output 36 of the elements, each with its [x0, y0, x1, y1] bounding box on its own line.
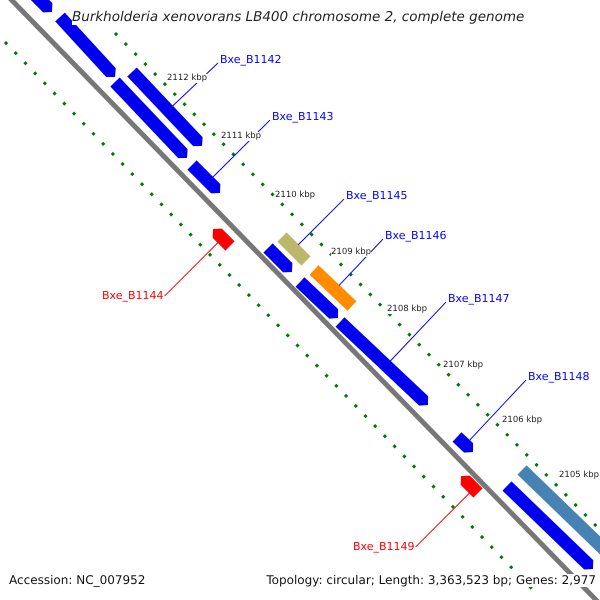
- scale-label: 2107 kbp: [443, 361, 484, 370]
- gene-feature: [502, 481, 594, 570]
- leader-line: [390, 302, 446, 362]
- gene-label: Bxe_B1144: [102, 290, 164, 302]
- leader-line: [298, 198, 344, 246]
- leader-line: [164, 242, 219, 297]
- gene-feature: [296, 277, 338, 319]
- gene-feature: [187, 160, 220, 194]
- gene-label: Bxe_B1149: [353, 541, 415, 554]
- footer-text: Topology: circular; Length: 3,363,523 bp; Genes: 2,977: [266, 574, 596, 588]
- scale-label: 2106 kbp: [502, 416, 542, 426]
- gene-label: Bxe_B1148: [528, 371, 590, 384]
- gene-label: Bxe_B1145: [346, 190, 408, 202]
- gene-label: Bxe_B1147: [448, 293, 510, 306]
- scale-label: 2112 kbp: [167, 74, 208, 84]
- leader-line: [338, 238, 384, 286]
- gene-feature: [30, 0, 52, 12]
- gene-feature: [263, 243, 292, 272]
- scale-label: 2110 kbp: [275, 191, 316, 200]
- gene-feature: [212, 228, 235, 251]
- scale-label: 2109 kbp: [331, 248, 372, 258]
- gene-bar: [310, 265, 356, 311]
- leader-line: [468, 380, 526, 441]
- gene-feature: [452, 432, 474, 453]
- footer-text: Accession: NC_007952: [9, 574, 146, 588]
- gene-feature: [460, 476, 483, 498]
- scale-label: 2105 kbp: [559, 471, 600, 480]
- scale-label: 2108 kbp: [387, 305, 428, 314]
- gene-label: Bxe_B1142: [220, 54, 282, 66]
- leader-line: [415, 492, 470, 548]
- gene-label: Bxe_B1143: [272, 111, 334, 124]
- gene-feature: [336, 317, 428, 406]
- title: Burkholderia xenovorans LB400 chromosome 2, complete genome: [72, 10, 524, 25]
- gene-label: Bxe_B1146: [385, 230, 447, 242]
- gene-bar: [277, 232, 311, 266]
- scale-label: 2111 kbp: [221, 132, 262, 142]
